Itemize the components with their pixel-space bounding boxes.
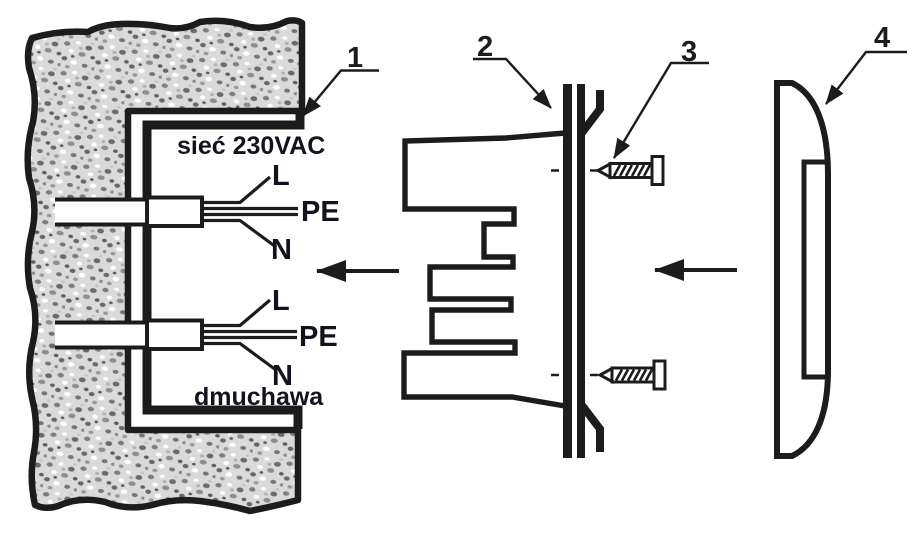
wire-label-pe-top: PE: [301, 196, 340, 228]
thread-hatch: [620, 368, 630, 382]
callout-4-number: 4: [874, 22, 890, 54]
mounting-plate-back: [577, 84, 585, 458]
wire-label-n-top: N: [271, 234, 292, 266]
thread-hatch: [612, 164, 622, 177]
wall-section: [24, 17, 306, 515]
thread-hatch: [614, 368, 624, 382]
blower-label: dmuchawa: [194, 383, 324, 411]
callout-2-leader: [473, 57, 552, 109]
wire-label-l-top: L: [272, 160, 290, 192]
mains-voltage-label: sieć 230VAC: [177, 132, 325, 160]
mains-cable: sieć 230VAC L PE N: [55, 132, 340, 266]
plate-hook-top: [577, 90, 604, 137]
callout-3: 3: [612, 36, 709, 159]
front-cover: [774, 80, 831, 459]
callout-1-number: 1: [347, 42, 363, 74]
thread-hatch: [636, 164, 646, 177]
controller-body-profile: [401, 130, 566, 409]
cable-sheath-end: [145, 195, 204, 228]
screw-tip: [596, 365, 614, 385]
thread-hatch: [618, 164, 628, 177]
thread-hatch: [626, 368, 636, 382]
thread-hatch: [630, 164, 640, 177]
controller-assembly: [401, 84, 667, 458]
callout-1-leader: [302, 69, 379, 117]
thread-hatch: [632, 368, 642, 382]
screw-top: [594, 155, 665, 186]
screw-bottom: [596, 359, 667, 391]
callout-4: 4: [825, 22, 907, 105]
callout-4-leader: [825, 50, 907, 105]
callout-3-leader: [612, 61, 709, 159]
wire-label-pe-bottom: PE: [299, 321, 338, 353]
screw-head: [650, 155, 665, 186]
cable-sheath-end: [145, 318, 204, 351]
callout-3-number: 3: [681, 36, 697, 68]
wire-label-n-bottom: N: [272, 360, 293, 392]
cover-inner-recess: [801, 159, 826, 380]
screw-tip: [594, 161, 612, 180]
thread-hatch: [644, 368, 654, 382]
callout-2: 2: [473, 31, 552, 109]
flush-box-outline: [142, 113, 305, 429]
screw-head: [652, 359, 667, 391]
thread-hatch: [642, 164, 652, 177]
wire-n-top: [202, 218, 277, 249]
thread-hatch: [624, 164, 634, 177]
wire-l-bottom: [202, 298, 272, 328]
thread-hatch: [638, 368, 648, 382]
blower-cable: L PE N dmuchawa: [55, 285, 338, 411]
wire-n-bottom: [202, 341, 277, 372]
callout-2-number: 2: [477, 31, 493, 63]
plate-hook-bottom: [577, 401, 604, 452]
wire-label-l-bottom: L: [272, 285, 290, 317]
mounting-plate-front: [563, 84, 572, 458]
wire-l-top: [202, 175, 272, 205]
callout-1: 1: [302, 42, 379, 117]
